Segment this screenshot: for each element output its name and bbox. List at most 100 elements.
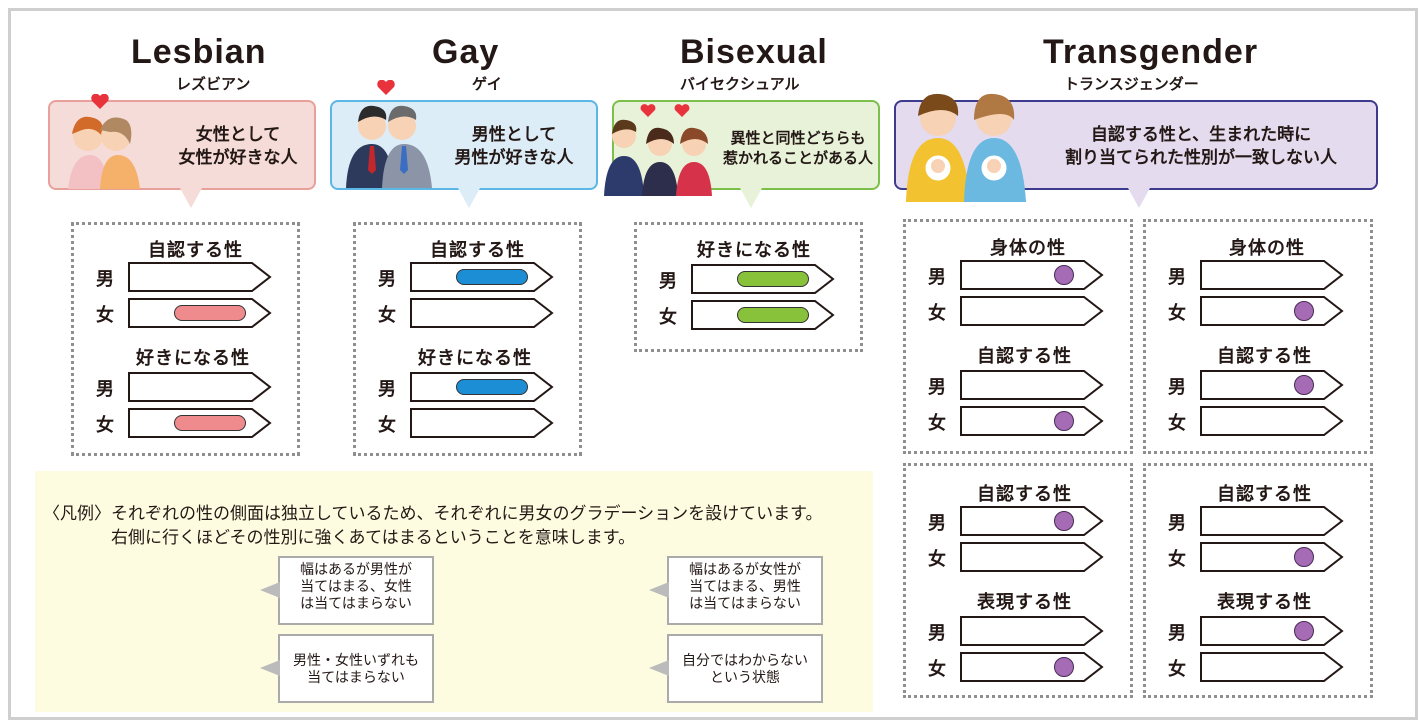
bubble-tail xyxy=(740,188,762,208)
lesbian-reading: レズビアン xyxy=(176,75,251,93)
position-dot xyxy=(1294,375,1314,395)
bisexual-reading: バイセクシュアル xyxy=(680,75,800,93)
gradation-bar xyxy=(960,506,1104,536)
bar-outline xyxy=(960,260,1104,290)
section-title: 自認する性 xyxy=(148,240,243,261)
bar-outline xyxy=(1200,616,1344,646)
position-dot xyxy=(1054,511,1074,531)
section-title: 好きになる性 xyxy=(418,348,532,369)
bar-outline xyxy=(128,262,272,292)
bisexual-group-illustration xyxy=(604,104,712,196)
position-dot xyxy=(1054,657,1074,677)
bar-outline xyxy=(1200,506,1344,536)
trans-box-2 xyxy=(1143,219,1373,454)
gradation-bar xyxy=(960,370,1104,400)
position-dot xyxy=(1054,411,1074,431)
bar-fill-blue xyxy=(456,379,528,395)
gradation-bar xyxy=(128,372,272,402)
bisexual-box xyxy=(634,222,863,352)
callout-pointer xyxy=(260,582,280,598)
legend-callout-1: 幅はあるが男性が 当てはまる、女性 は当てはまらない xyxy=(260,556,434,625)
gradation-bar xyxy=(1200,260,1344,290)
transgender-title: Transgender xyxy=(1043,33,1259,71)
bar-outline xyxy=(1200,260,1344,290)
callout-line: 自分ではわからない xyxy=(682,653,808,669)
callout-pointer xyxy=(260,660,280,676)
female-label: 女 xyxy=(1168,303,1186,324)
callout-line: 当てはまらない xyxy=(307,670,405,686)
bar-outline xyxy=(1200,296,1344,326)
lesbian-box xyxy=(71,222,300,456)
bar-outline xyxy=(1200,542,1344,572)
callout-pointer xyxy=(649,582,669,598)
legend-callout-3: 幅はあるが女性が 当てはまる、男性 は当てはまらない xyxy=(649,556,823,625)
male-label: 男 xyxy=(928,267,946,288)
female-label: 女 xyxy=(378,415,396,436)
gradation-bar xyxy=(128,262,272,292)
female-label: 女 xyxy=(378,305,396,326)
bisexual-desc-2: 惹かれることがある人 xyxy=(722,149,873,167)
lesbian-couple-illustration xyxy=(68,94,140,189)
gradation-bar xyxy=(1200,296,1344,326)
female-label: 女 xyxy=(1168,549,1186,570)
gay-title: Gay xyxy=(432,33,500,71)
bar-outline xyxy=(128,372,272,402)
bar-outline xyxy=(1200,406,1344,436)
position-dot xyxy=(1294,301,1314,321)
gradation-bar xyxy=(960,406,1104,436)
gay-reading: ゲイ xyxy=(472,75,502,93)
bar-fill-green xyxy=(737,307,809,323)
section-title: 身体の性 xyxy=(1229,238,1305,259)
bar-fill-blue xyxy=(456,269,528,285)
heart-icon xyxy=(640,104,656,117)
section-title: 好きになる性 xyxy=(136,348,250,369)
gradation-bar xyxy=(410,372,554,402)
gradation-bar xyxy=(410,262,554,292)
female-label: 女 xyxy=(928,413,946,434)
bar-outline xyxy=(1200,652,1344,682)
section-title: 表現する性 xyxy=(977,592,1072,613)
male-label: 男 xyxy=(659,271,677,292)
male-label: 男 xyxy=(1168,513,1186,534)
male-label: 男 xyxy=(378,379,396,400)
section-title: 自認する性 xyxy=(977,346,1072,367)
male-label: 男 xyxy=(1168,267,1186,288)
female-label: 女 xyxy=(1168,413,1186,434)
trans-box-1 xyxy=(903,219,1133,454)
bubble-tail xyxy=(458,188,480,208)
male-label: 男 xyxy=(1168,377,1186,398)
position-dot xyxy=(1054,265,1074,285)
gradation-bar xyxy=(1200,506,1344,536)
gradation-bar xyxy=(1200,370,1344,400)
callout-line: 幅はあるが男性が xyxy=(300,562,412,578)
callout-line: 当てはまる、女性 xyxy=(300,579,412,595)
gradation-bar xyxy=(691,264,835,294)
bar-outline xyxy=(960,542,1104,572)
gradation-bar xyxy=(410,298,554,328)
legend-intro-2: 右側に行くほどその性別に強くあてはまるということを意味します。 xyxy=(111,528,636,548)
callout-line: は当てはまらない xyxy=(689,596,801,612)
bar-outline xyxy=(1200,370,1344,400)
position-dot xyxy=(1294,621,1314,641)
bar-fill-pink xyxy=(174,305,246,321)
section-title: 身体の性 xyxy=(990,238,1066,259)
male-label: 男 xyxy=(96,269,114,290)
male-label: 男 xyxy=(96,379,114,400)
heart-icon xyxy=(674,104,690,117)
female-label: 女 xyxy=(1168,659,1186,680)
transgender-desc-1: 自認する性と、生まれた時に xyxy=(1090,125,1312,145)
male-label: 男 xyxy=(928,377,946,398)
male-label: 男 xyxy=(928,623,946,644)
lesbian-title: Lesbian xyxy=(131,33,267,71)
callout-line: は当てはまらない xyxy=(300,596,412,612)
female-label: 女 xyxy=(659,307,677,328)
female-label: 女 xyxy=(928,549,946,570)
bubble-tail xyxy=(1128,188,1150,208)
female-label: 女 xyxy=(928,303,946,324)
heart-icon xyxy=(377,80,395,95)
gradation-bar xyxy=(960,260,1104,290)
gay-box xyxy=(353,222,582,456)
male-label: 男 xyxy=(378,269,396,290)
gradation-bar xyxy=(960,542,1104,572)
legend-callout-2: 男性・女性いずれも 当てはまらない xyxy=(260,634,434,703)
